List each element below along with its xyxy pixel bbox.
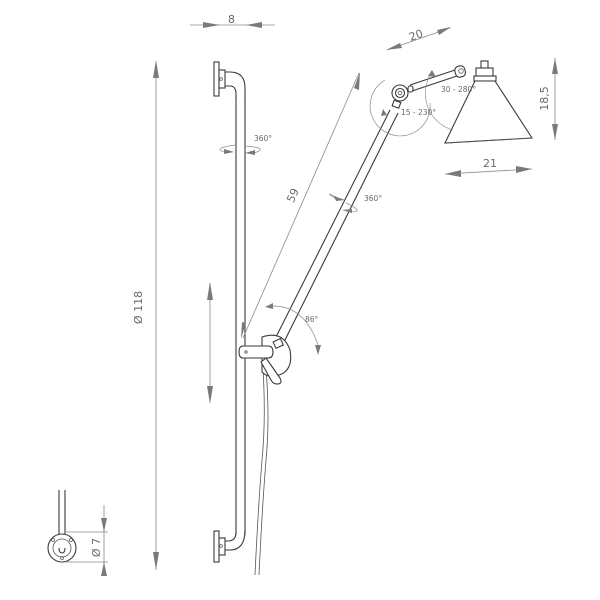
bottom-wall-bracket <box>213 529 246 563</box>
conical-shade <box>444 60 533 144</box>
base-detail <box>47 490 108 576</box>
label-shade-joint: 30 - 280° <box>441 85 477 94</box>
dim-rail-height <box>153 60 159 570</box>
label-shade-width: 21 <box>483 157 497 170</box>
power-cord <box>254 367 269 576</box>
top-wall-bracket <box>213 61 246 98</box>
dim-rail-offset <box>190 22 275 28</box>
vertical-rail <box>235 96 246 535</box>
dim-slide-range <box>207 282 213 404</box>
rail-rotation-indicator <box>219 144 261 155</box>
short-arm <box>409 69 458 92</box>
dim-arm-length <box>241 72 360 339</box>
label-shade-height: 18,5 <box>537 86 551 111</box>
label-arm-tilt: 86° <box>305 315 319 324</box>
arm-rotation-indicator <box>329 193 358 213</box>
elbow-joint <box>391 84 414 109</box>
long-arm <box>271 109 399 349</box>
arm-tilt-indicator <box>265 303 321 355</box>
label-arm-rotation: 360° <box>364 194 383 203</box>
dim-arm-to-shade <box>386 27 451 51</box>
label-rail-rotation: 360° <box>254 134 273 143</box>
elbow-rotation-arc <box>369 79 431 137</box>
label-base-diameter: Ø 7 <box>90 537 104 558</box>
dim-shade-height <box>552 58 558 140</box>
label-rail-offset: 8 <box>228 13 235 26</box>
label-rail-height: Ø 118 <box>132 290 146 325</box>
label-elbow-joint: 15 - 230° <box>401 108 437 117</box>
shade-joint <box>454 65 467 78</box>
sliding-clamp <box>238 334 292 385</box>
dim-shade-width <box>444 166 533 177</box>
